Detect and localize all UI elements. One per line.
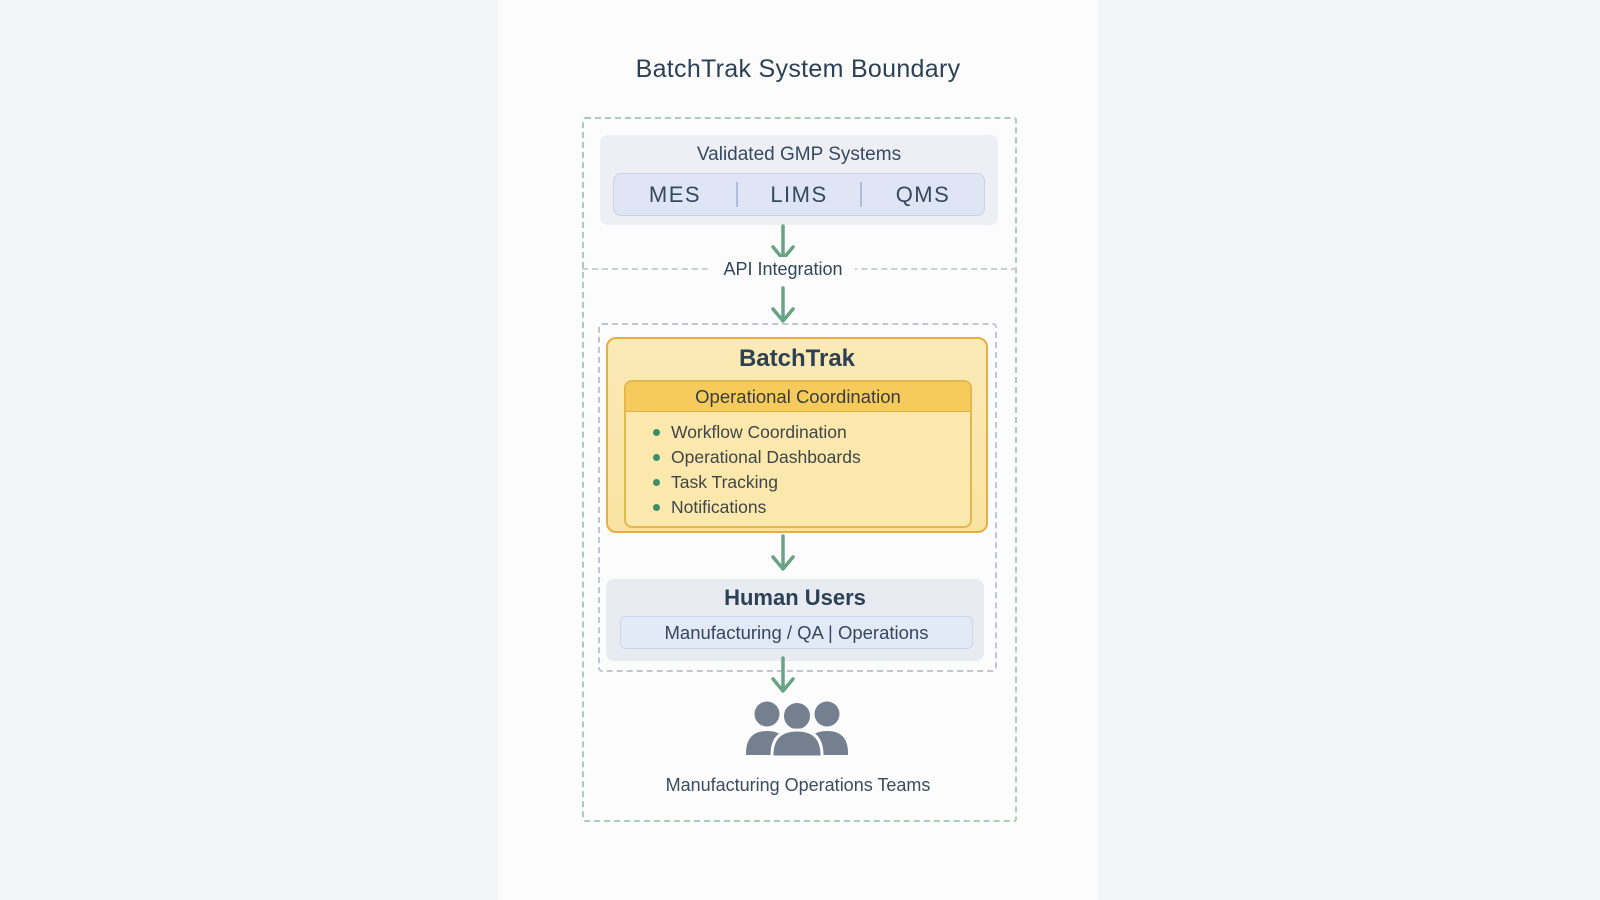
gmp-system-qms: QMS [895,181,951,207]
gmp-system-lims: LIMS [770,181,828,207]
batchtrak-box: BatchTrak Operational Coordination Workf… [606,337,988,533]
page-title: BatchTrak System Boundary [635,55,961,83]
bullet-icon [653,504,660,511]
feature-label: Operational Dashboards [671,447,861,467]
human-users-roles-pill: Manufacturing / QA | Operations [620,616,973,649]
operational-coordination-panel: Operational Coordination Workflow Coordi… [624,380,972,528]
batchtrak-title: BatchTrak [738,345,856,372]
internal-boundary-box [598,323,997,672]
bullet-icon [653,429,660,436]
human-users-box: Human Users Manufacturing / QA | Operati… [606,579,984,661]
gmp-systems-box: Validated GMP Systems MES LIMS QMS [600,135,998,225]
gmp-systems-row: MES LIMS QMS [613,173,985,216]
feature-list: Workflow Coordination Operational Dashbo… [626,420,970,520]
bullet-icon [653,454,660,461]
gmp-system-mes: MES [648,181,702,207]
people-group-icon [746,700,848,759]
api-integration-label-wrap: API Integration [683,257,883,282]
gmp-divider [860,182,862,207]
human-users-title: Human Users [724,585,866,610]
feature-item: Notifications [653,495,970,520]
gmp-systems-title: Validated GMP Systems [696,144,902,165]
gmp-divider [736,182,738,207]
teams-caption: Manufacturing Operations Teams [665,775,931,795]
feature-label: Workflow Coordination [671,422,847,442]
operational-coordination-header: Operational Coordination [626,382,970,412]
bullet-icon [653,479,660,486]
arrow-down-icon [771,286,795,323]
feature-item: Task Tracking [653,470,970,495]
feature-item: Operational Dashboards [653,445,970,470]
feature-item: Workflow Coordination [653,420,970,445]
feature-label: Task Tracking [671,472,778,492]
feature-label: Notifications [671,497,767,517]
arrow-down-icon [771,656,795,693]
system-boundary-box [582,117,1017,822]
arrow-down-icon [771,534,795,571]
api-integration-label: API Integration [711,257,855,282]
